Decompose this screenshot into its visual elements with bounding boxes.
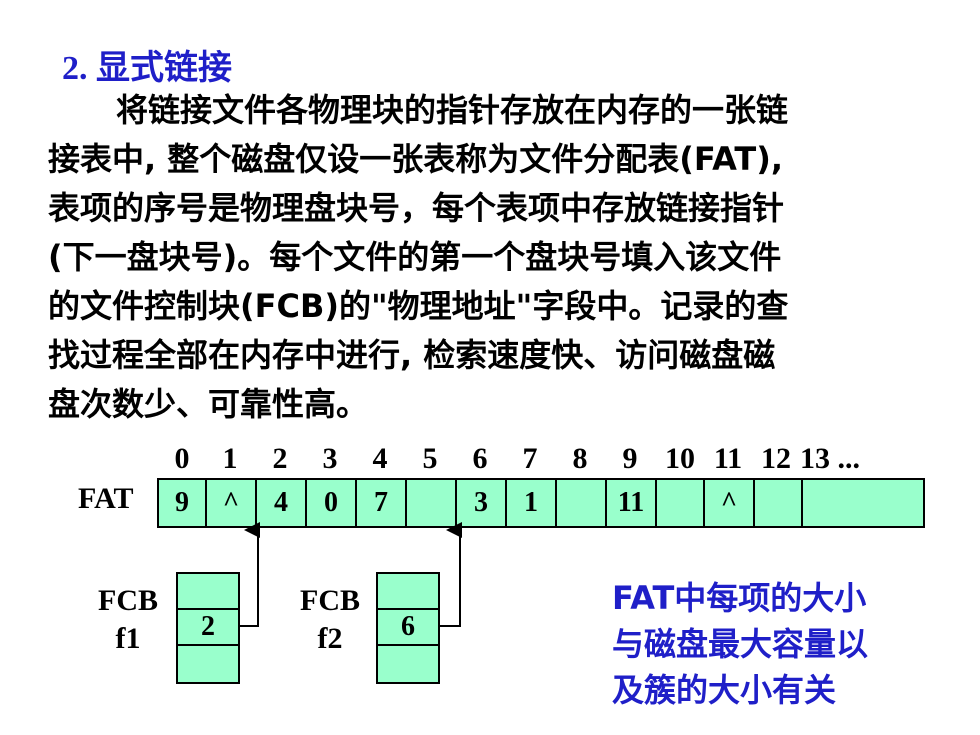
fcb-cell-value: 2 [178,610,238,646]
note-line: 与磁盘最大容量以 [612,625,869,663]
fat-index-label: 10 [665,442,695,475]
paragraph-line: 表项的序号是物理盘块号，每个表项中存放链接指针 [48,189,785,227]
paragraph-line: (下一盘块号)。每个文件的第一个盘块号填入该文件 [48,238,782,276]
fat-cell [657,480,705,526]
f2-pointer-arrow [440,522,462,627]
fcb-label-top: FCB [300,584,360,617]
fat-index-label: 3 [322,442,338,475]
fcb-cell-value: 6 [378,610,438,646]
note-line: 及簇的大小有关 [612,671,837,709]
fat-label: FAT [78,482,134,515]
fcb-f2-box: 6 [376,572,440,684]
fat-index-label: 4 [372,442,388,475]
note-line: FAT中每项的大小 [612,579,867,617]
fat-cell: 3 [457,480,507,526]
fcb-f1-box: 2 [176,572,240,684]
paragraph-line: 接表中, 整个磁盘仅设一张表称为文件分配表(FAT), [48,140,784,178]
fat-cell [755,480,803,526]
paragraph-line: 的文件控制块(FCB)的"物理地址"字段中。记录的查 [48,287,789,325]
fat-cell: ^ [207,480,257,526]
fat-index-label: 11 [713,442,743,475]
fat-index-label: 5 [422,442,438,475]
fat-index-label: 9 [622,442,638,475]
fcb-label-bottom: f2 [317,622,343,655]
fat-cell: 7 [357,480,407,526]
fat-cell [557,480,607,526]
fat-index-label: 6 [472,442,488,475]
fat-cell [407,480,457,526]
fat-cell: 0 [307,480,357,526]
fcb-cell [178,574,238,610]
fat-index-label: 13 ... [800,442,860,475]
fat-cell: 1 [507,480,557,526]
fat-index-label: 2 [272,442,288,475]
fat-index-label: 7 [522,442,538,475]
fat-cell: ^ [705,480,755,526]
section-heading: 2. 显式链接 [62,50,232,87]
f1-pointer-arrow [240,522,260,627]
fat-cell: 9 [159,480,207,526]
fat-cell: 4 [257,480,307,526]
paragraph-line: 盘次数少、可靠性高。 [48,385,369,423]
fat-index-label: 0 [174,442,190,475]
fcb-f1-label: FCB f1 [98,582,158,658]
fcb-cell [378,574,438,610]
fcb-label-top: FCB [98,584,158,617]
fcb-f2-label: FCB f2 [300,582,360,658]
fat-index-label: 8 [572,442,588,475]
fat-index-label: 1 [222,442,238,475]
paragraph-line: 将链接文件各物理块的指针存放在内存的一张链 [116,91,789,129]
fat-size-note: FAT中每项的大小 与磁盘最大容量以 及簇的大小有关 [612,575,942,713]
fat-cell: 11 [607,480,657,526]
paragraph-line: 找过程全部在内存中进行, 检索速度快、访问磁盘磁 [48,336,776,374]
fcb-label-bottom: f1 [115,622,141,655]
description-paragraph: 将链接文件各物理块的指针存放在内存的一张链 接表中, 整个磁盘仅设一张表称为文件… [48,86,948,429]
fat-index-label: 12 [761,442,791,475]
